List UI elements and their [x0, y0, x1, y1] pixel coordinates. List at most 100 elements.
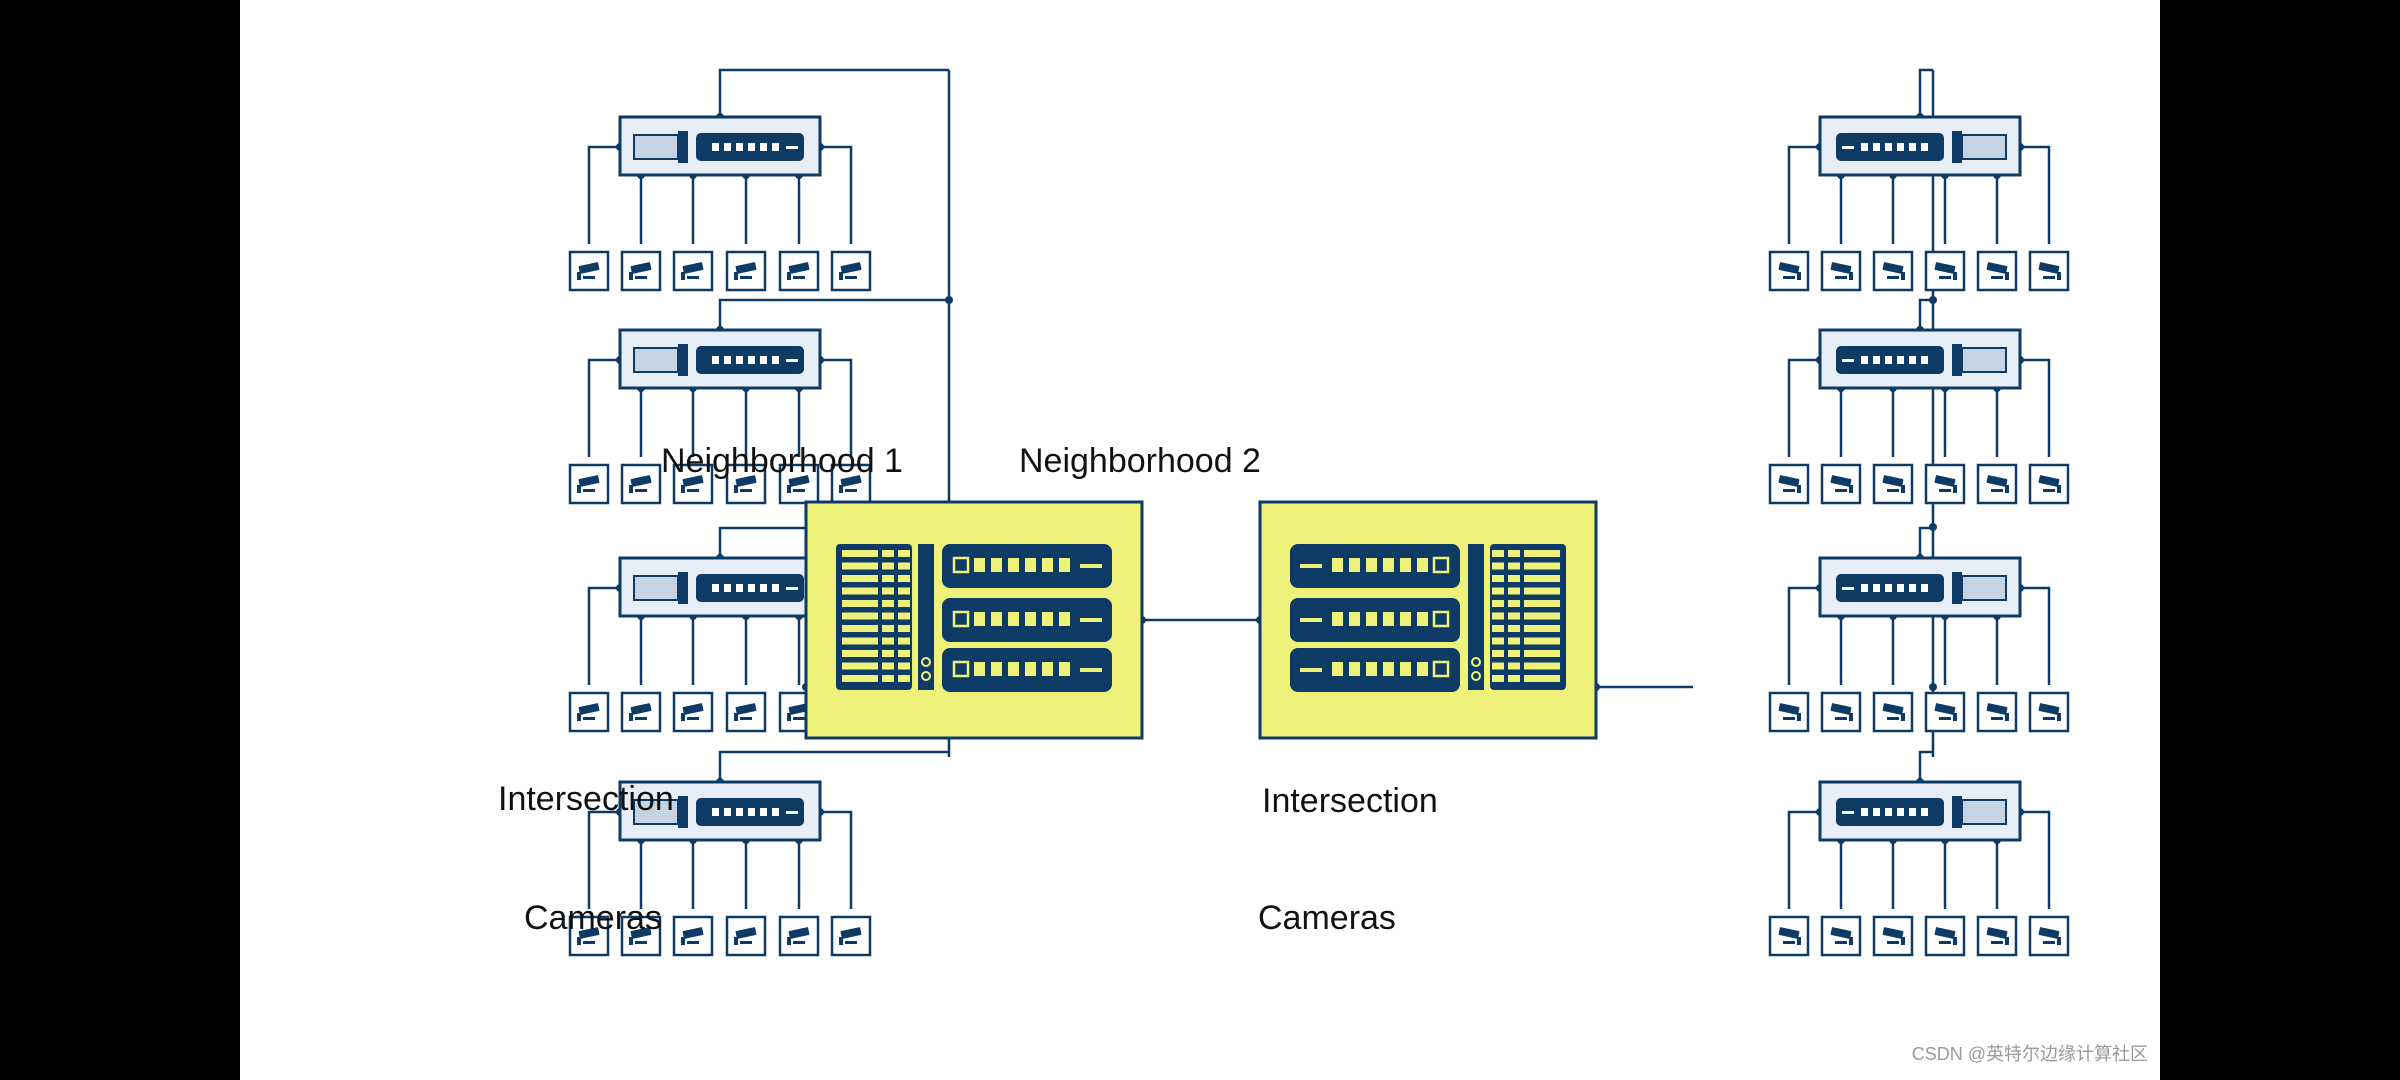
camera-mount [734, 713, 738, 721]
camera-frame [778, 463, 820, 505]
server-unit-led [1400, 662, 1411, 676]
camera-base [793, 489, 805, 492]
camera-base [1783, 717, 1795, 720]
camera-body [1986, 262, 2008, 274]
camera-body [840, 927, 862, 939]
camera-glyph [2038, 262, 2061, 280]
security-camera-icon [1976, 250, 2018, 292]
connection-line [820, 810, 853, 909]
rack-led [898, 600, 910, 607]
camera-glyph [1830, 927, 1853, 945]
connection-line [2020, 358, 2051, 457]
camera-mount [787, 713, 791, 721]
connection-line [1918, 526, 1933, 558]
camera-body [1882, 927, 1904, 939]
server-unit-led [1417, 662, 1428, 676]
camera-mount [734, 272, 738, 280]
switch-port [748, 356, 755, 364]
camera-mount [1901, 485, 1905, 493]
camera-base [583, 941, 595, 944]
camera-mount [1901, 937, 1905, 945]
camera-body [788, 262, 810, 274]
security-camera-icon [2028, 250, 2070, 292]
neighborhood-2-server [1258, 500, 1598, 740]
switch-status-bar [786, 587, 798, 590]
server-unit-led [1417, 612, 1428, 626]
switch-divider [678, 796, 688, 828]
camera-glyph [1882, 475, 1905, 493]
security-camera-icon [725, 691, 767, 733]
camera-body [840, 262, 862, 274]
camera-mount [787, 272, 791, 280]
switch-port [1897, 584, 1904, 592]
security-camera-icon [830, 250, 872, 292]
camera-glyph [787, 703, 810, 721]
security-camera-icon [620, 691, 662, 733]
camera-base [583, 276, 595, 279]
rack-led [882, 587, 894, 595]
camera-glyph [1882, 703, 1905, 721]
camera-mount [2005, 272, 2009, 280]
security-camera-icon [1768, 691, 1810, 733]
camera-glyph [577, 927, 600, 945]
switch-port [736, 143, 743, 151]
switch-port [1873, 356, 1880, 364]
connection-line [1787, 358, 1820, 457]
camera-glyph [1934, 475, 1957, 493]
camera-body [735, 475, 757, 487]
security-camera-icon [1820, 691, 1862, 733]
camera-body [682, 262, 704, 274]
camera-mount [1797, 937, 1801, 945]
camera-mount [1953, 713, 1957, 721]
camera-body [788, 927, 810, 939]
camera-base [1939, 717, 1951, 720]
camera-mount [1849, 937, 1853, 945]
camera-body [1778, 262, 1800, 274]
switch-faceplate [1836, 796, 2007, 828]
camera-glyph [839, 262, 862, 280]
camera-glyph [787, 927, 810, 945]
security-camera-icon [568, 250, 610, 292]
security-camera-icon [672, 250, 714, 292]
camera-base [1887, 941, 1899, 944]
security-camera-icon [1924, 463, 1966, 505]
camera-body [630, 262, 652, 274]
rack-led [882, 662, 894, 670]
rack-led [842, 612, 878, 620]
rack-led [882, 637, 894, 645]
camera-body [2038, 703, 2060, 715]
switch-faceplate [1836, 131, 2007, 163]
server-unit-led [1008, 662, 1019, 676]
rack-led [842, 650, 878, 657]
security-camera-icon [1924, 691, 1966, 733]
rack-led [842, 662, 878, 670]
camera-body [1882, 703, 1904, 715]
camera-base [845, 489, 857, 492]
connection-line [1918, 68, 1933, 117]
connection-line [2020, 810, 2051, 909]
server-unit-led [991, 662, 1002, 676]
switch-port [1909, 356, 1916, 364]
cameras-left-label: Cameras [524, 899, 662, 937]
camera-body [1882, 475, 1904, 487]
watermark: CSDN @英特尔边缘计算社区 [1911, 1044, 2148, 1064]
rack-led [1524, 637, 1560, 645]
switch-port [712, 584, 719, 592]
switch-faceplate [1836, 344, 2007, 376]
switch-port [736, 808, 743, 816]
camera-frame [1820, 463, 1862, 505]
camera-base [635, 941, 647, 944]
camera-mount [681, 272, 685, 280]
server-unit-led [1400, 558, 1411, 572]
camera-base [2043, 276, 2055, 279]
switch-status-bar [1842, 811, 1854, 814]
security-camera-icon [1820, 250, 1862, 292]
camera-body [788, 475, 810, 487]
switch-faceplate [633, 344, 804, 376]
switch-port [724, 808, 731, 816]
security-camera-icon [1976, 691, 2018, 733]
server-unit-led [1059, 558, 1070, 572]
camera-mount [2005, 485, 2009, 493]
server-unit-led [1383, 612, 1394, 626]
server-unit-led [1332, 558, 1343, 572]
